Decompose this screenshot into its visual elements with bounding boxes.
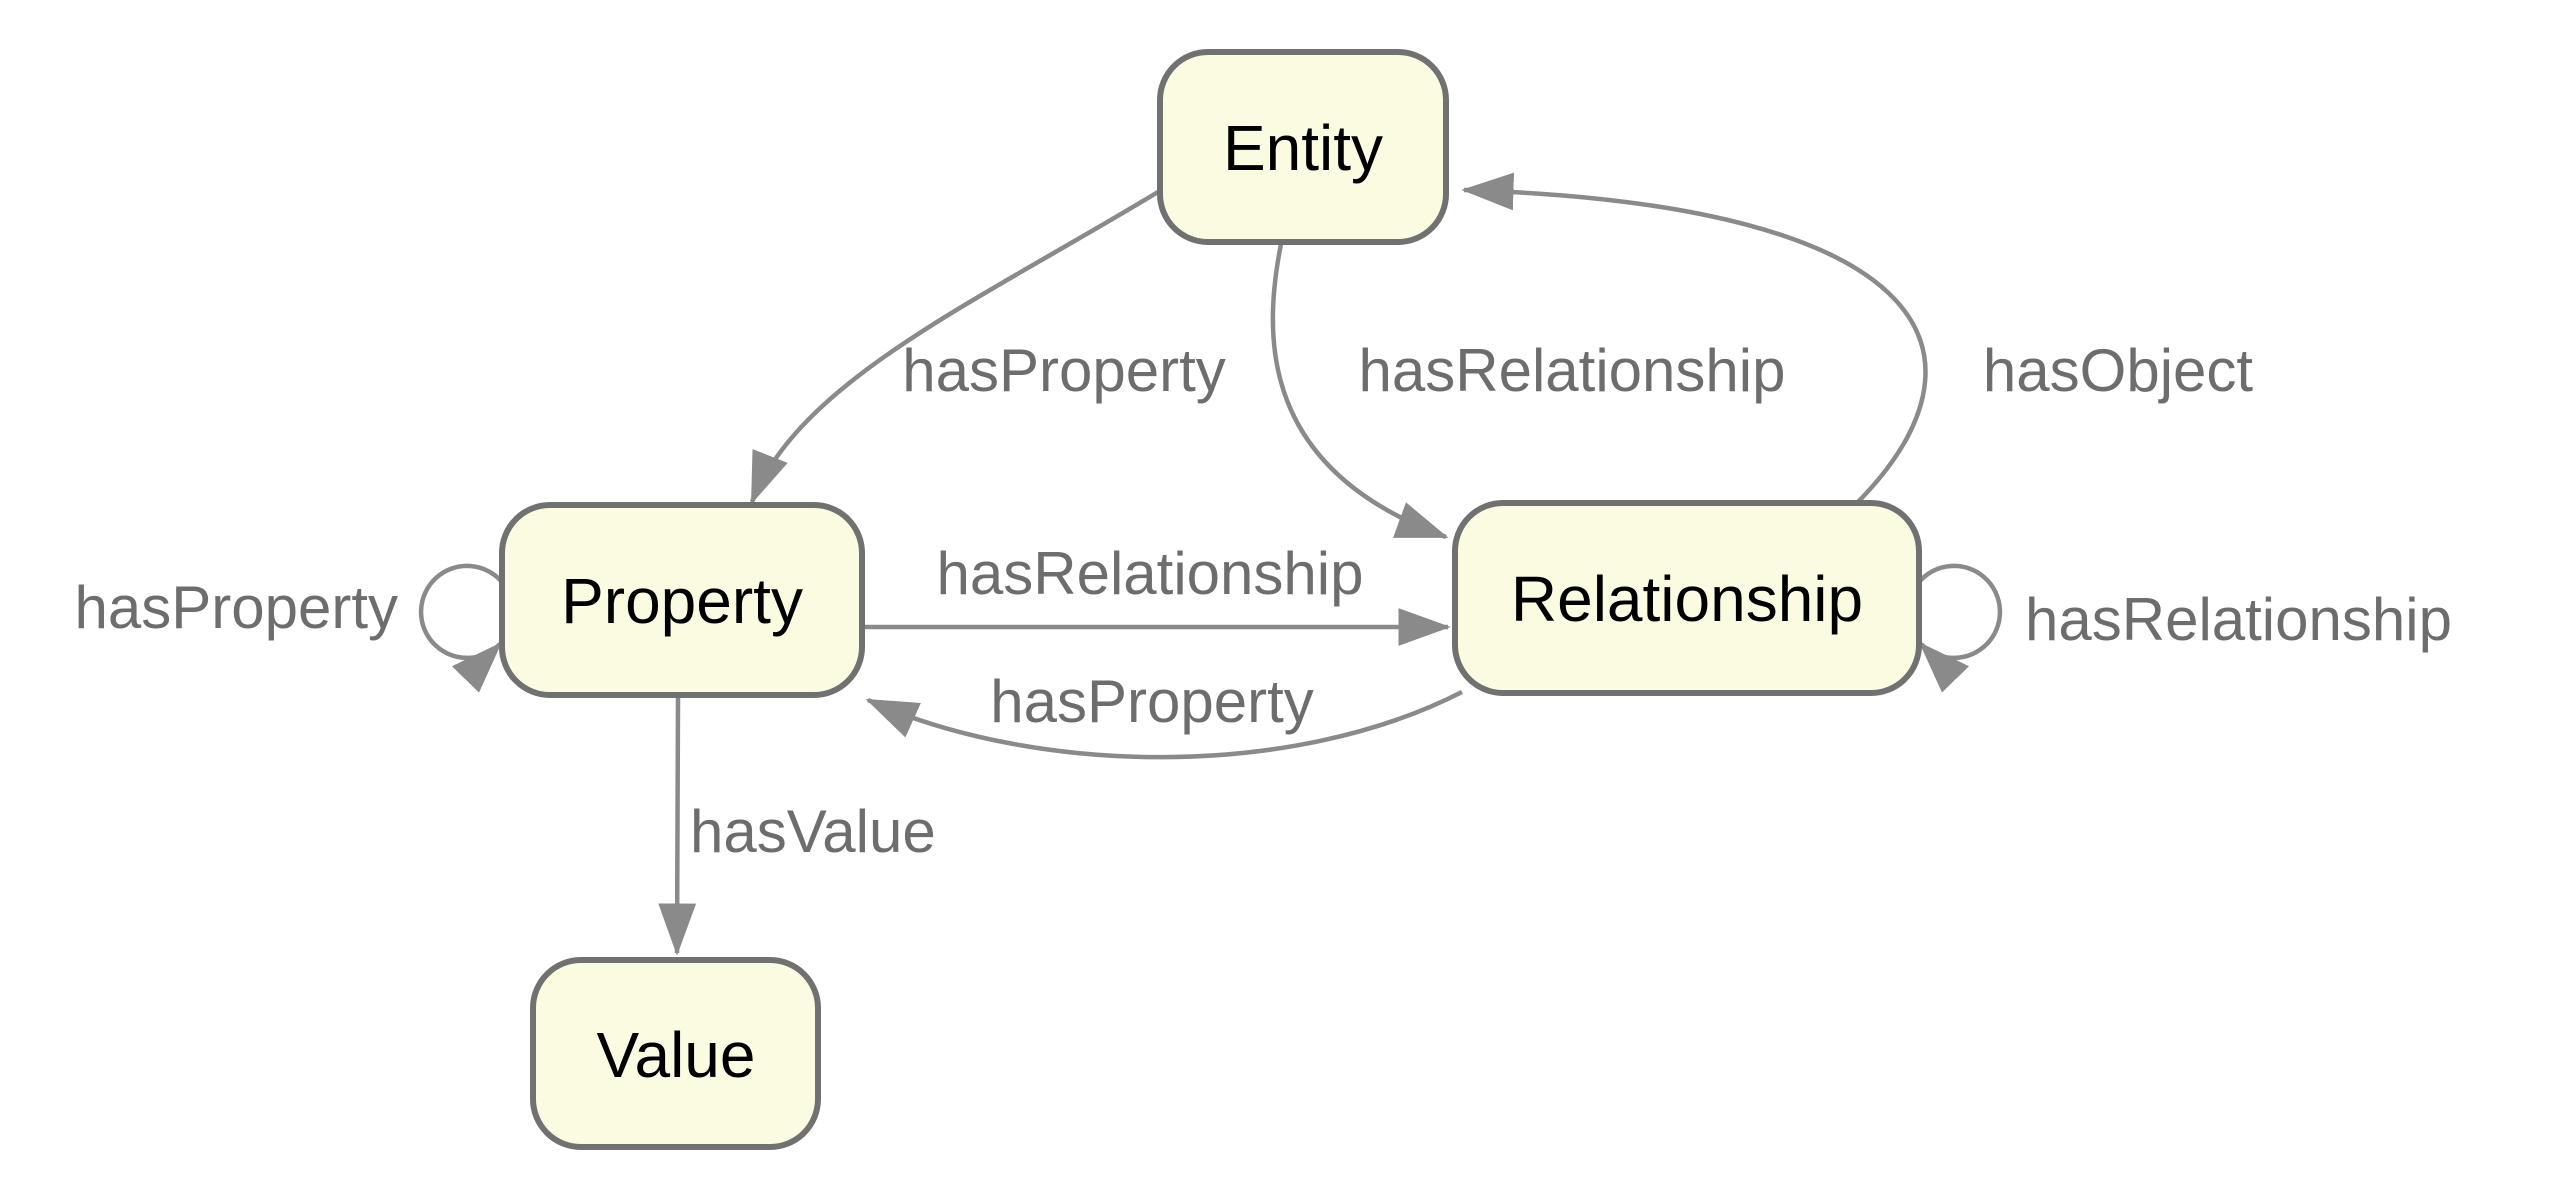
edge-entity-to-property: hasProperty xyxy=(749,190,1226,505)
edge-property-to-value: hasValue xyxy=(658,696,936,956)
edge-relationship-self-loop: hasRelationship xyxy=(1917,563,2452,693)
node-entity[interactable]: Entity xyxy=(1157,49,1449,245)
edge-entity-to-relationship: hasRelationship xyxy=(1270,243,1786,540)
edge-property-to-relationship: hasRelationship xyxy=(862,540,1451,646)
node-value-box[interactable] xyxy=(530,957,821,1150)
edge-line-relationship-to-property xyxy=(865,689,1464,760)
edge-line-property-self-loop xyxy=(418,563,504,693)
edge-line-entity-to-property xyxy=(749,190,1160,505)
edge-line-entity-to-relationship xyxy=(1270,243,1449,540)
edge-line-property-to-value xyxy=(658,696,697,956)
edge-label-hasproperty-loop: hasProperty xyxy=(75,574,399,641)
node-entity-label: Entity xyxy=(1223,112,1383,184)
edge-label-hasrelationship-loop: hasRelationship xyxy=(2025,586,2452,653)
node-relationship-box[interactable] xyxy=(1452,500,1922,696)
edge-property-self-loop: hasProperty xyxy=(75,563,504,693)
edge-label-hasvalue: hasValue xyxy=(690,798,936,865)
edge-label-hasproperty-middle: hasProperty xyxy=(990,668,1314,735)
node-relationship-label: Relationship xyxy=(1511,563,1863,635)
edge-label-hasrelationship-middle: hasRelationship xyxy=(937,540,1364,607)
edge-label-hasrelationship-top: hasRelationship xyxy=(1359,337,1786,404)
edge-line-relationship-to-entity xyxy=(1461,172,1928,507)
node-value[interactable]: Value xyxy=(530,957,821,1150)
node-property-box[interactable] xyxy=(499,502,865,698)
node-property-label: Property xyxy=(561,565,803,637)
edge-relationship-to-property: hasProperty xyxy=(865,668,1464,760)
edge-label-hasproperty-top: hasProperty xyxy=(902,337,1226,404)
node-entity-box[interactable] xyxy=(1157,49,1449,245)
edge-label-hasobject: hasObject xyxy=(1983,337,2253,404)
node-relationship[interactable]: Relationship xyxy=(1452,500,1922,696)
node-value-label: Value xyxy=(597,1019,756,1091)
edge-relationship-to-entity: hasObject xyxy=(1461,172,2253,507)
node-property[interactable]: Property xyxy=(499,502,865,698)
edge-line-relationship-self-loop xyxy=(1917,563,2003,693)
